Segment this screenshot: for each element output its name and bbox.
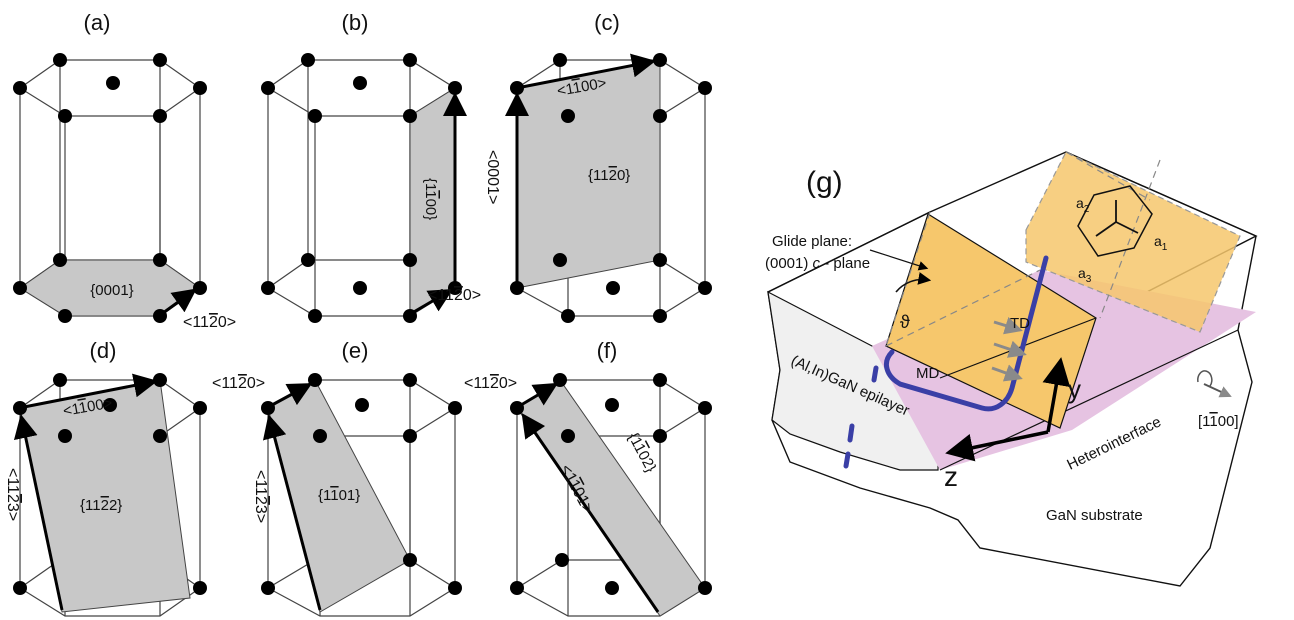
a1-label: a1 (1154, 233, 1168, 253)
direction-arrow-g (1203, 383, 1232, 398)
a3-label: a3 (1078, 265, 1092, 285)
top-arrow-f (520, 382, 559, 407)
panel-a: (a) {0001} <1120> (13, 10, 236, 331)
dir1-label-f: <1120> (464, 375, 517, 392)
panel-c: (c) <1100> {1120} <0001> (484, 10, 712, 323)
panel-d-letter: (d) (90, 338, 117, 363)
dislocation-mark-mid (847, 423, 855, 443)
theta-label: ϑ (900, 312, 910, 332)
z-axis-label: z (944, 461, 958, 492)
panel-g-letter: (g) (806, 166, 843, 199)
basal-plane-yellow (1025, 151, 1241, 333)
panel-f: (f) <1120> {1102} <1101> (464, 338, 712, 617)
atoms-b (261, 53, 462, 323)
dislocation-line (883, 255, 1049, 412)
glide-pointer (869, 249, 929, 271)
md-label: MD (916, 365, 939, 382)
theta-arc (895, 272, 932, 293)
direction-arrow-b (411, 288, 454, 315)
hexagon-icon (1077, 185, 1153, 257)
dir2-label-e: <1123> (252, 470, 269, 523)
dir1-label-e: <1120> (212, 375, 265, 392)
panel-b-letter: (b) (342, 10, 369, 35)
plane-label-e: {1101} (318, 487, 360, 504)
dir1-label-d: <1100> (62, 395, 114, 420)
a2-label: a2 (1076, 195, 1090, 215)
glide-label-line1: Glide plane: (772, 233, 852, 250)
panel-a-letter: (a) (84, 10, 111, 35)
hidden-edges (885, 151, 1161, 347)
top-arrow-c (521, 53, 656, 89)
plane-label-b: {1100} (422, 178, 439, 220)
direction-arrow-a (162, 288, 197, 315)
slant-arrow-d (13, 414, 64, 611)
rotation-icon (1197, 370, 1213, 387)
panel-g: (g) a2 a1 a3 (765, 151, 1258, 587)
direction-label-g: [1100] (1198, 413, 1239, 430)
substrate-label: GaN substrate (1046, 507, 1143, 524)
a-vectors (1095, 200, 1139, 237)
dislocation-mark-top (871, 365, 879, 383)
direction-label-b: <1120> (428, 287, 481, 304)
y-axis-label: y (1068, 374, 1081, 404)
z-axis-arrow (945, 430, 1049, 462)
panel-d: (d) <1100> {1122} <1123> (4, 338, 207, 617)
td-label: TD (1010, 315, 1030, 332)
panel-b: (b) {1100} <1120> (261, 10, 481, 323)
panel-e: (e) <1120> {1101} <1123> (212, 338, 462, 617)
atoms-f (510, 373, 712, 595)
atoms-a (13, 53, 207, 323)
panel-f-letter: (f) (597, 338, 618, 363)
panel-c-letter: (c) (594, 10, 620, 35)
pyramidal-plane-d (19, 379, 191, 613)
glide-label-line2: (0001) c - plane (765, 255, 870, 272)
slant-arrow-e (262, 414, 322, 611)
top-arrow-e (271, 383, 313, 407)
panel-e-letter: (e) (342, 338, 369, 363)
slant-arrow-f (521, 413, 660, 613)
dir2-label-c: <0001> (484, 150, 501, 204)
plane-label-d: {1122} (80, 497, 122, 514)
dislocation-mark-bottom (843, 451, 851, 469)
dir1-label-c: <1100> (556, 75, 608, 100)
atoms-d (13, 373, 207, 595)
pyramidal-plane-f (516, 379, 706, 617)
interface-edge (939, 329, 1239, 471)
plane-label-a: {0001} (90, 282, 133, 299)
dir2-label-d: <1123> (4, 468, 21, 521)
gray-arrows (991, 316, 1027, 382)
direction-label-a: <1120> (183, 314, 236, 331)
top-arrow-d (23, 373, 158, 409)
plane-label-c: {1120} (588, 167, 630, 184)
y-axis-arrow (1042, 357, 1071, 433)
